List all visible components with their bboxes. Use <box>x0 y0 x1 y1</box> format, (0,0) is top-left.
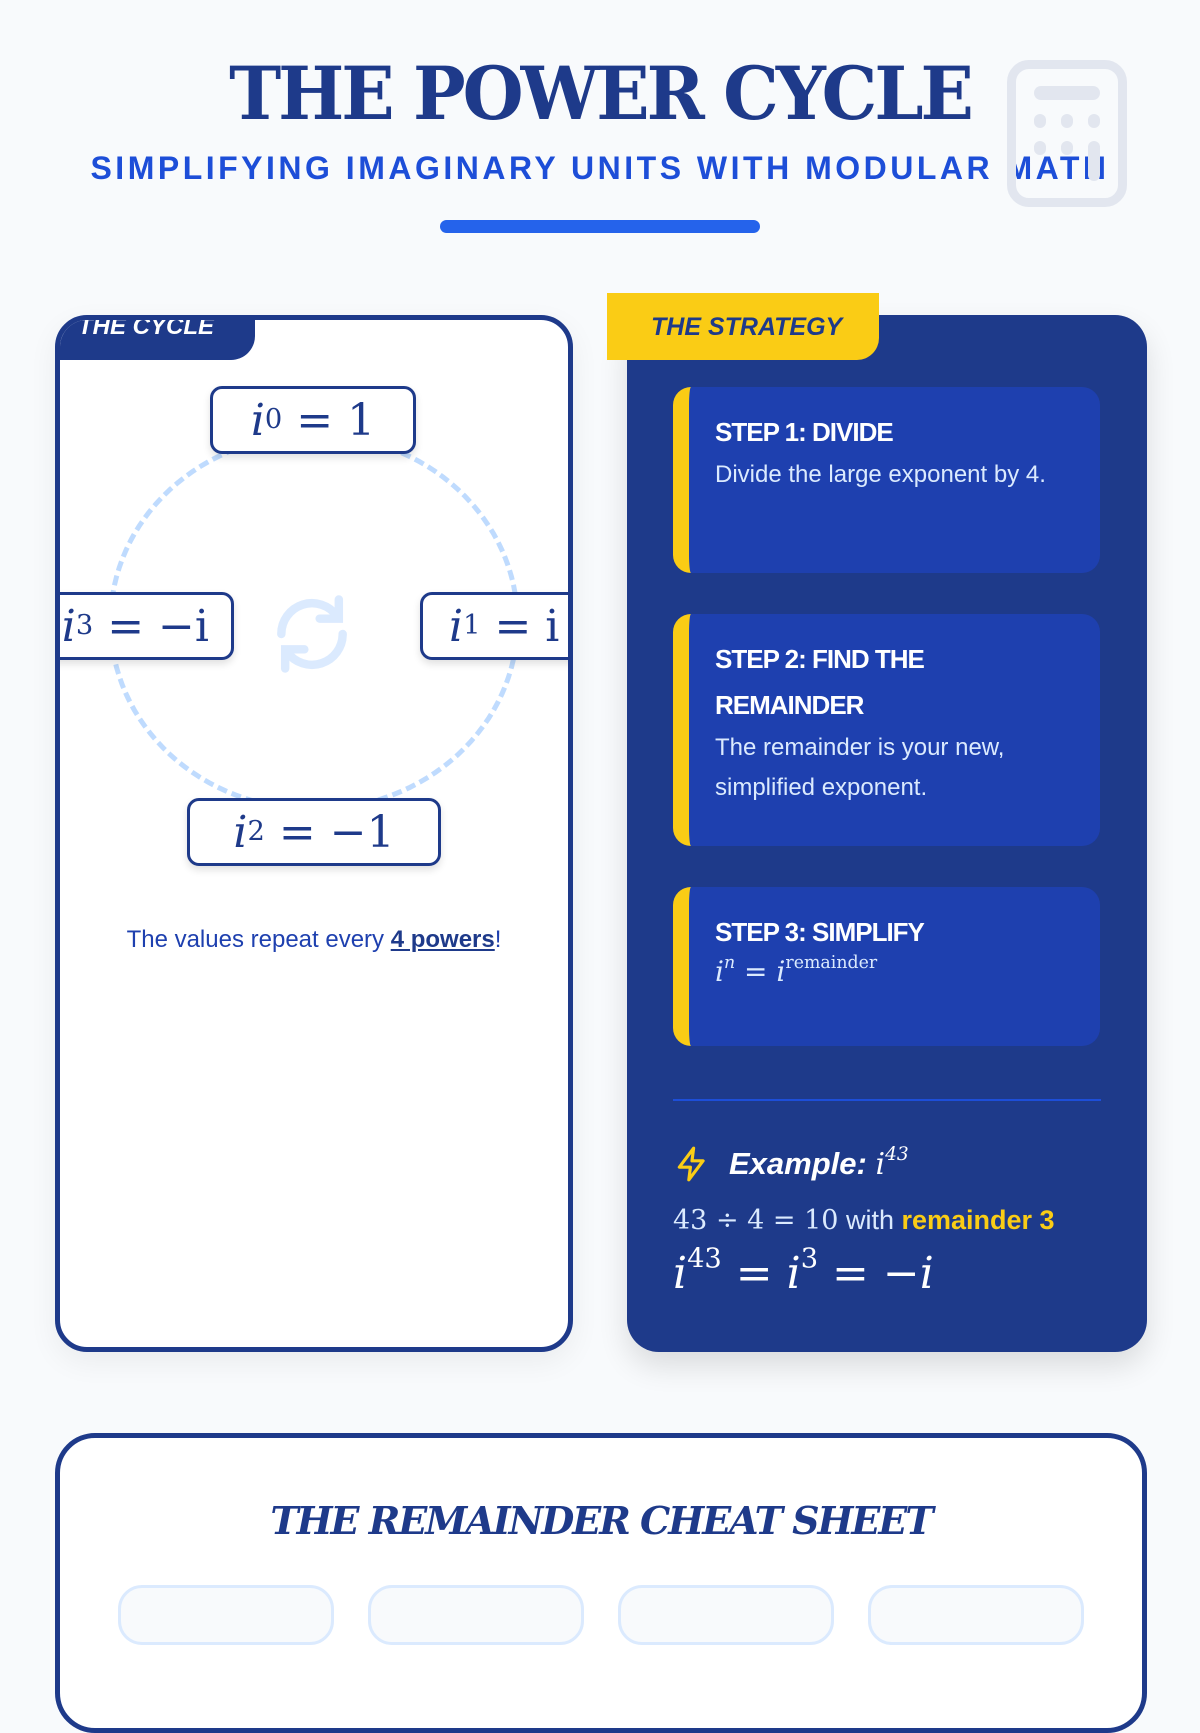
strategy-tab: THE STRATEGY <box>607 293 879 360</box>
cycle-note: The values repeat every 4 powers! <box>126 926 502 953</box>
step-desc: The remainder is your new, simplified ex… <box>715 734 1005 801</box>
example-heading: Example: i43 <box>673 1145 909 1183</box>
cheat-sheet-card <box>55 1433 1147 1733</box>
cheat-item <box>368 1585 584 1645</box>
cheat-item <box>118 1585 334 1645</box>
cheat-sheet-title: THE REMAINDER CHEAT SHEET <box>270 1498 933 1543</box>
divider <box>673 1099 1101 1101</box>
step-3: STEP 3: SIMPLIFY in = iremainder <box>673 887 1100 1046</box>
strategy-card: STEP 1: DIVIDE Divide the large exponent… <box>627 315 1147 1352</box>
step-formula: in = iremainder <box>715 952 878 988</box>
step-title: STEP 3: SIMPLIFY <box>715 917 925 947</box>
cycle-tab: THE CYCLE <box>60 320 255 360</box>
step-desc: Divide the large exponent by 4. <box>715 461 1046 488</box>
refresh-icon <box>277 595 347 673</box>
cheat-item <box>868 1585 1084 1645</box>
cheat-item <box>618 1585 834 1645</box>
step-2: STEP 2: FIND THE REMAINDER The remainder… <box>673 614 1100 846</box>
step-title: STEP 2: FIND THE REMAINDER <box>715 644 925 720</box>
page-subtitle: SIMPLIFYING IMAGINARY UNITS WITH MODULAR… <box>90 150 1110 186</box>
step-1: STEP 1: DIVIDE Divide the large exponent… <box>673 387 1100 573</box>
example-division: 43 ÷ 4 = 10 with remainder 3 <box>673 1205 1055 1236</box>
lightning-icon <box>677 1146 705 1182</box>
example-result: i43 = i3 = −i <box>673 1243 934 1299</box>
title-underline <box>440 220 760 233</box>
calculator-icon <box>1007 60 1127 207</box>
page-title: THE POWER CYCLE <box>229 49 974 138</box>
step-title: STEP 1: DIVIDE <box>715 417 894 447</box>
